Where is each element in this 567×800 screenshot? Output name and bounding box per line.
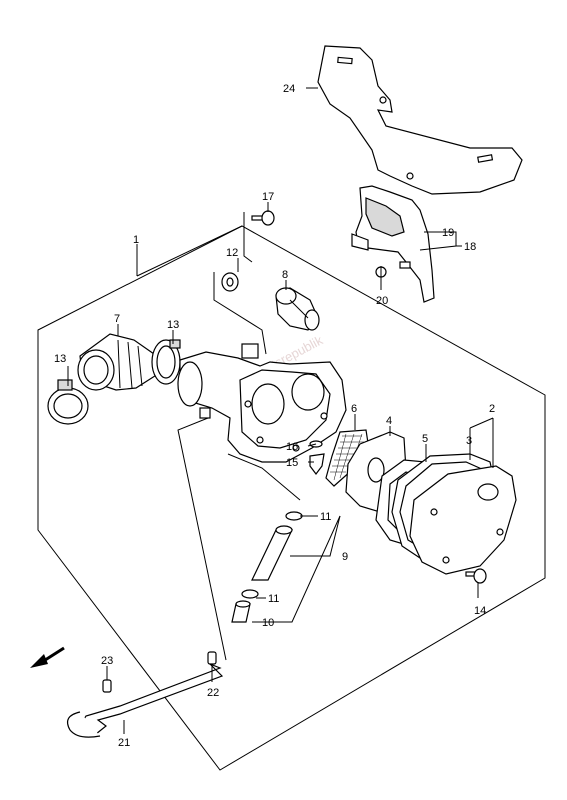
- callout-17: 17: [262, 191, 274, 203]
- callout-10: 10: [262, 617, 274, 629]
- callout-24: 24: [283, 83, 295, 95]
- callout-labels: 1 2 3 4 5 6 7 8 9 10 11 11 12 13 13 14 1…: [54, 83, 495, 749]
- callout-3: 3: [466, 435, 472, 447]
- hose-9: [251, 525, 293, 581]
- cover-2: [409, 465, 517, 575]
- callout-23: 23: [101, 655, 113, 667]
- front-direction-arrow: [30, 646, 65, 668]
- callout-9: 9: [342, 551, 348, 563]
- callout-2: 2: [489, 403, 495, 415]
- callout-13-left: 13: [54, 353, 66, 365]
- callout-1: 1: [133, 234, 139, 246]
- callout-14: 14: [474, 605, 486, 617]
- bolt-20: [375, 266, 387, 278]
- callout-13-mid: 13: [167, 319, 179, 331]
- callout-8: 8: [282, 269, 288, 281]
- callout-16: 16: [286, 441, 298, 453]
- callout-11-upper: 11: [320, 511, 331, 523]
- callout-7: 7: [114, 313, 120, 325]
- nut-12: [221, 272, 239, 292]
- bracket-18-19: [351, 185, 435, 303]
- callout-12: 12: [226, 247, 238, 259]
- callout-19: 19: [442, 227, 454, 239]
- callout-20: 20: [376, 295, 388, 307]
- callout-15: 15: [286, 457, 298, 469]
- callout-6: 6: [351, 403, 357, 415]
- hose-21: [67, 663, 224, 738]
- callout-18: 18: [464, 241, 476, 253]
- housing-1: [177, 343, 347, 463]
- bracket-24: [317, 45, 523, 195]
- callout-22: 22: [207, 687, 219, 699]
- clip-22: [207, 651, 217, 665]
- boot-7: [77, 333, 159, 391]
- callout-4: 4: [386, 415, 392, 427]
- callout-11-lower: 11: [268, 593, 279, 605]
- bolt-14: [465, 568, 487, 584]
- callout-21: 21: [118, 737, 130, 749]
- clip-11-upper: [285, 511, 303, 521]
- clamp-13-left: [47, 379, 89, 425]
- clip-23: [102, 679, 112, 693]
- clamp-13-mid: [151, 339, 181, 385]
- fitting-8: [275, 287, 320, 331]
- screw-17: [251, 210, 275, 226]
- callout-5: 5: [422, 433, 428, 445]
- fitting-10: [231, 600, 251, 623]
- valve-15: [309, 453, 325, 475]
- screen-6: [325, 429, 371, 487]
- clip-11-lower: [241, 589, 259, 599]
- leader-lines: [67, 87, 494, 734]
